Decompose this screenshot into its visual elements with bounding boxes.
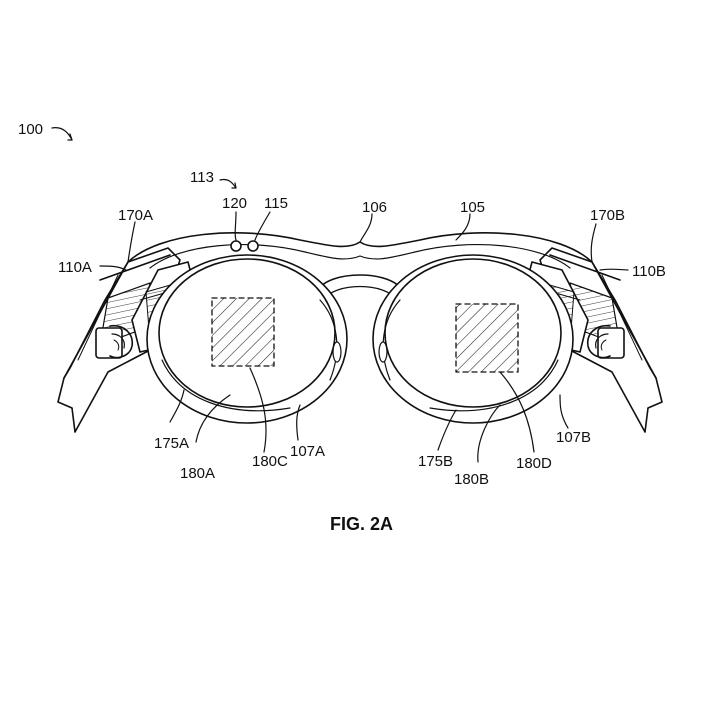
label-180A: 180A (180, 465, 215, 482)
label-175A: 175A (154, 435, 189, 452)
label-170B: 170B (590, 207, 625, 224)
label-107B: 107B (556, 429, 591, 446)
label-110A: 110A (58, 259, 92, 276)
label-180B: 180B (454, 471, 489, 488)
label-100: 100 (18, 121, 43, 138)
label-113: 113 (190, 169, 214, 186)
label-180D: 180D (516, 455, 552, 472)
left-lens (146, 254, 348, 424)
label-105: 105 (460, 199, 485, 216)
label-170A: 170A (118, 207, 153, 224)
label-115: 115 (264, 195, 288, 212)
label-180C: 180C (252, 453, 288, 470)
label-107A: 107A (290, 443, 325, 460)
leader-lines (51, 127, 629, 463)
label-175B: 175B (418, 453, 453, 470)
figure-caption: FIG. 2A (330, 514, 393, 534)
camera-120 (230, 240, 242, 252)
label-120: 120 (222, 195, 247, 212)
camera-115 (247, 240, 259, 252)
label-110B: 110B (632, 263, 666, 280)
right-lens (372, 254, 574, 424)
label-106: 106 (362, 199, 387, 216)
